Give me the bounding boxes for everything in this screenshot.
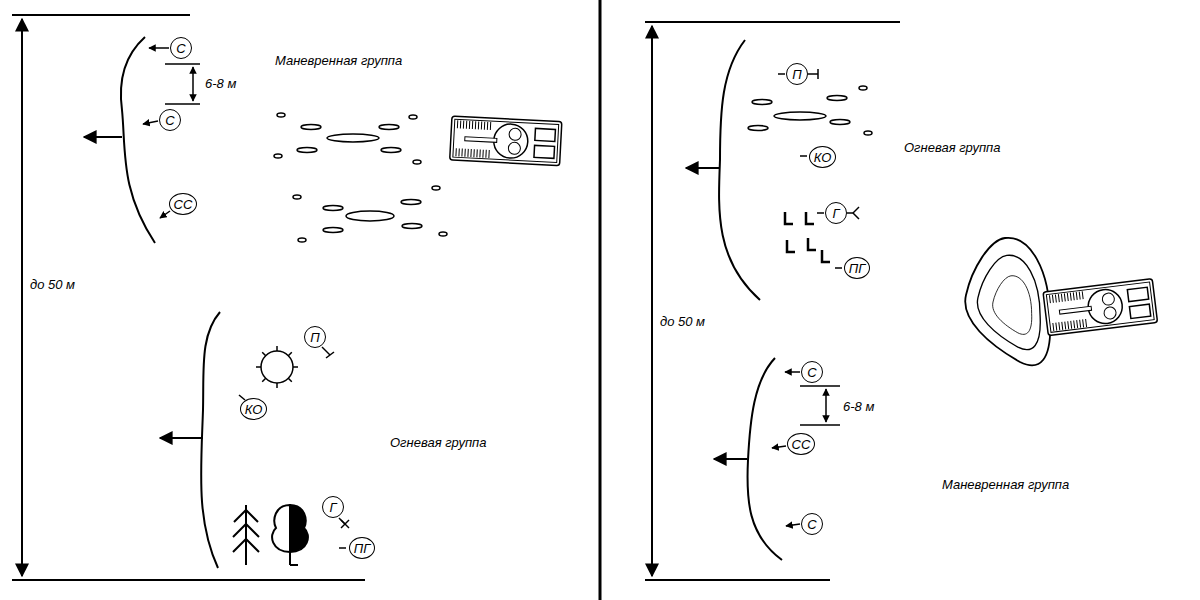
soldier-circle: С xyxy=(801,361,823,383)
soldier-circle: П xyxy=(304,326,326,348)
deployment-line xyxy=(84,37,782,568)
role-abbrev: КО xyxy=(814,151,832,164)
role-abbrev: Г xyxy=(832,207,839,220)
soldier-circle: С xyxy=(159,109,181,131)
caption-label: Огневая группа xyxy=(904,141,1000,154)
role-abbrev: КО xyxy=(245,403,263,416)
caption-label: 6-8 м xyxy=(843,400,874,413)
frame-lines xyxy=(645,22,900,580)
obstacle-symbol xyxy=(256,346,298,388)
hill-contours xyxy=(965,238,1050,366)
role-abbrev: ПГ xyxy=(354,542,371,555)
soldier-circle: ПГ xyxy=(844,257,870,279)
role-abbrev: СС xyxy=(792,438,811,451)
caption-label: 6-8 м xyxy=(205,77,236,90)
divider xyxy=(599,0,602,600)
soldier-ticks xyxy=(143,48,859,548)
soldier-circle: КО xyxy=(809,146,836,168)
vehicle-symbol xyxy=(450,116,562,166)
caption-label: Маневренная группа xyxy=(275,54,402,67)
caption-label: Маневренная группа xyxy=(942,478,1069,491)
crater-marks xyxy=(274,86,872,242)
vehicle-symbol xyxy=(1043,279,1158,336)
soldier-circle: С xyxy=(801,513,823,535)
frame-lines xyxy=(12,15,365,580)
soldier-circle: С xyxy=(170,37,192,59)
soldier-circle: СС xyxy=(169,193,197,215)
role-abbrev: С xyxy=(165,114,174,127)
caption-label: до 50 м xyxy=(660,315,705,328)
soldier-circle: Г xyxy=(322,496,344,518)
soldier-circle: КО xyxy=(240,398,267,420)
trench-marks xyxy=(785,212,830,262)
role-abbrev: С xyxy=(176,42,185,55)
role-abbrev: С xyxy=(807,518,816,531)
role-abbrev: Г xyxy=(329,501,336,514)
tree-symbols xyxy=(233,505,308,565)
soldier-circle: Г xyxy=(825,202,847,224)
soldier-circle: П xyxy=(786,63,808,85)
soldier-circle: СС xyxy=(787,433,815,455)
role-abbrev: П xyxy=(792,68,801,81)
role-abbrev: П xyxy=(310,331,319,344)
role-abbrev: СС xyxy=(174,198,193,211)
caption-label: до 50 м xyxy=(30,278,75,291)
soldier-circle: ПГ xyxy=(349,537,375,559)
caption-label: Огневая группа xyxy=(390,436,486,449)
dimension-mark xyxy=(165,64,840,425)
role-abbrev: С xyxy=(807,366,816,379)
role-abbrev: ПГ xyxy=(849,262,866,275)
